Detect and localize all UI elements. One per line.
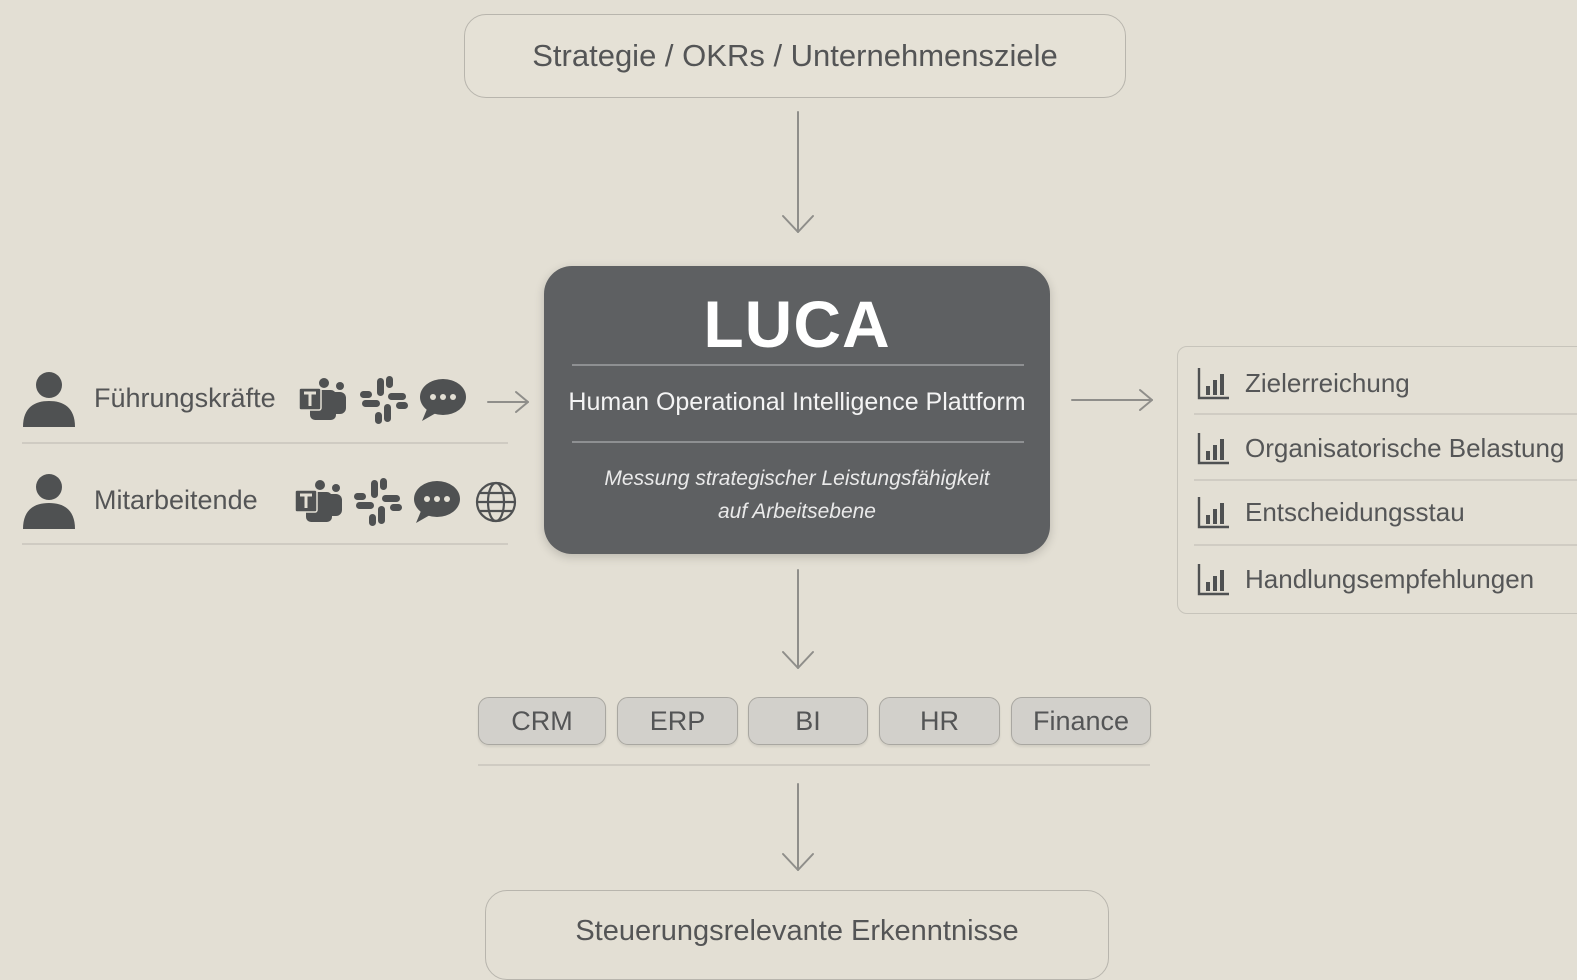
input-row-fuehrungskraefte: Führungskräfte (22, 368, 276, 428)
insights-label: Steuerungsrelevante Erkenntnisse (575, 915, 1019, 947)
input-icons-mitarbeitende (294, 478, 518, 526)
system-label: HR (920, 705, 959, 736)
teams-icon (298, 378, 346, 420)
system-chip-bi: BI (748, 697, 868, 745)
luca-description: Messung strategischer Leistungsfähigkeit… (544, 462, 1050, 528)
luca-title: LUCA (703, 287, 891, 361)
arrow-top-to-luca (782, 111, 814, 233)
bar-chart-icon (1197, 433, 1229, 465)
output-separator (1194, 479, 1577, 481)
strategy-label: Strategie / OKRs / Unternehmensziele (532, 38, 1058, 73)
input-row-mitarbeitende: Mitarbeitende (22, 470, 258, 530)
strategy-box: Strategie / OKRs / Unternehmensziele (464, 14, 1126, 98)
output-label: Entscheidungsstau (1245, 496, 1465, 527)
system-label: ERP (649, 705, 706, 736)
luca-divider-bottom (572, 441, 1024, 443)
system-label: CRM (511, 705, 573, 736)
output-separator (1194, 413, 1577, 415)
bar-chart-icon (1197, 368, 1229, 400)
output-item-organisatorische-belastung: Organisatorische Belastung (1197, 431, 1564, 465)
outputs-panel (1177, 346, 1577, 614)
chat-bubble-icon (420, 379, 466, 421)
system-chip-erp: ERP (617, 697, 738, 745)
arrow-inputs-to-luca (487, 391, 529, 413)
arrow-systems-to-bottom (782, 783, 814, 871)
person-icon (23, 372, 75, 427)
output-label: Zielerreichung (1245, 367, 1410, 398)
person-icon (23, 474, 75, 529)
system-label: Finance (1032, 705, 1130, 736)
luca-desc-line-2: auf Arbeitsebene (717, 500, 876, 523)
output-item-zielerreichung: Zielerreichung (1197, 366, 1410, 400)
luca-subtitle: Human Operational Intelligence Plattform (568, 388, 1026, 416)
system-chip-hr: HR (879, 697, 1000, 745)
input-separator-1 (22, 442, 508, 444)
output-separator (1194, 544, 1577, 546)
globe-icon (475, 481, 517, 523)
slack-icon (360, 376, 408, 424)
bar-chart-icon (1197, 497, 1229, 529)
output-label: Organisatorische Belastung (1245, 432, 1565, 463)
output-item-entscheidungsstau: Entscheidungsstau (1197, 495, 1465, 529)
luca-desc-line-1: Messung strategischer Leistungsfähigkeit (604, 467, 990, 490)
input-icons-fuehrungskraefte (298, 376, 468, 424)
teams-icon (294, 480, 342, 522)
system-chip-finance: Finance (1011, 697, 1151, 745)
input-separator-2 (22, 543, 508, 545)
output-item-handlungsempfehlungen: Handlungsempfehlungen (1197, 562, 1534, 596)
slack-icon (354, 478, 402, 526)
output-label: Handlungsempfehlungen (1245, 563, 1535, 594)
system-chip-crm: CRM (478, 697, 606, 745)
arrow-luca-to-systems (782, 569, 814, 669)
input-label-mitarbeitende: Mitarbeitende (94, 484, 258, 515)
input-label-fuehrungskraefte: Führungskräfte (94, 382, 276, 413)
system-label: BI (795, 705, 821, 736)
chat-bubble-icon (414, 481, 460, 523)
luca-platform-box: LUCA Human Operational Intelligence Plat… (544, 266, 1050, 554)
arrow-luca-to-outputs (1071, 389, 1153, 411)
luca-divider-top (572, 364, 1024, 366)
insights-box: Steuerungsrelevante Erkenntnisse (485, 890, 1109, 980)
systems-separator (478, 764, 1150, 766)
bar-chart-icon (1197, 564, 1229, 596)
